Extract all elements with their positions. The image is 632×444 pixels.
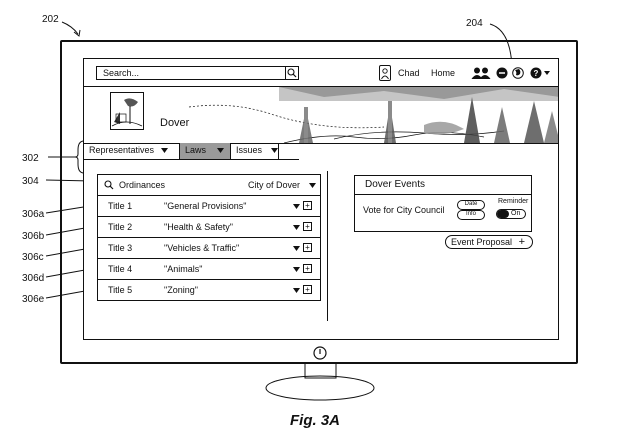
expand-plus-icon[interactable]: +: [303, 243, 312, 252]
svg-text:?: ?: [534, 69, 539, 78]
ordinances-panel: Ordinances City of Dover Title 1 "Genera…: [97, 174, 321, 301]
events-title: Dover Events: [355, 176, 531, 195]
chevron-down-icon: [216, 148, 224, 153]
ref-306b: 306b: [22, 231, 45, 242]
ordinance-title: Title 3: [108, 243, 133, 253]
tab-label: Issues: [236, 145, 263, 155]
ordinances-header[interactable]: Ordinances City of Dover: [98, 175, 320, 196]
reminder-toggle[interactable]: On: [496, 209, 526, 219]
search-input[interactable]: Search...: [96, 66, 286, 80]
user-avatar[interactable]: [379, 65, 391, 81]
home-link[interactable]: Home: [431, 68, 456, 78]
chevron-down-icon[interactable]: [293, 246, 300, 251]
tab-representatives[interactable]: Representatives: [84, 143, 180, 159]
app-screen: Search... Chad Home ?: [83, 58, 559, 340]
ordinance-row[interactable]: Title 4 "Animals" +: [98, 259, 320, 280]
ref-306e: 306e: [22, 294, 45, 305]
tab-label: Laws: [185, 145, 207, 155]
tab-laws[interactable]: Laws: [180, 143, 231, 159]
event-date-label: Date: [464, 201, 478, 207]
ordinance-title: Title 4: [108, 264, 133, 274]
search-icon: [287, 68, 297, 78]
ordinance-title: Title 5: [108, 285, 133, 295]
reminder-label: Reminder: [498, 198, 529, 205]
city-seal-image: [110, 92, 144, 130]
event-info-button[interactable]: Info: [457, 210, 485, 220]
ref-202: 202: [42, 14, 59, 25]
ordinance-row[interactable]: Title 2 "Health & Safety" +: [98, 217, 320, 238]
ordinance-name: "General Provisions": [164, 201, 247, 211]
ordinance-title: Title 2: [108, 222, 133, 232]
search-button[interactable]: [285, 66, 299, 80]
header-divider: [84, 86, 558, 87]
ref-302: 302: [22, 153, 39, 164]
expand-plus-icon[interactable]: +: [303, 201, 312, 210]
panel-divider: [327, 171, 328, 321]
globe-icon[interactable]: [512, 67, 524, 79]
city-name: Dover: [160, 117, 190, 129]
city-banner: [84, 87, 558, 143]
event-name: Vote for City Council: [363, 205, 445, 215]
ordinances-scope-label[interactable]: City of Dover: [248, 180, 301, 190]
ordinances-label: Ordinances: [119, 180, 166, 190]
ref-306c: 306c: [22, 252, 44, 263]
event-info-label: Info: [465, 211, 476, 217]
ordinance-name: "Zoning": [164, 285, 198, 295]
ordinance-name: "Health & Safety": [164, 222, 233, 232]
ref-306d: 306d: [22, 273, 45, 284]
tab-issues[interactable]: Issues: [231, 143, 279, 159]
toggle-knob: [497, 210, 509, 218]
expand-plus-icon[interactable]: +: [303, 285, 312, 294]
chevron-down-icon[interactable]: [293, 267, 300, 272]
ref-204: 204: [466, 18, 483, 29]
ordinance-name: "Animals": [164, 264, 203, 274]
ordinance-title: Title 1: [108, 201, 133, 211]
chevron-down-icon[interactable]: [293, 204, 300, 209]
ref-306a: 306a: [22, 209, 45, 220]
ordinance-row[interactable]: Title 5 "Zoning" +: [98, 280, 320, 301]
friends-icon[interactable]: [471, 67, 491, 79]
reminder-state: On: [511, 210, 521, 217]
chevron-down-icon[interactable]: [293, 225, 300, 230]
chevron-down-icon[interactable]: [293, 288, 300, 293]
chevron-down-icon: [160, 148, 168, 153]
event-date-button[interactable]: Date: [457, 200, 485, 210]
ordinance-row[interactable]: Title 3 "Vehicles & Traffic" +: [98, 238, 320, 259]
ordinance-row[interactable]: Title 1 "General Provisions" +: [98, 196, 320, 217]
chevron-down-icon: [270, 148, 278, 153]
figure-caption: Fig. 3A: [290, 412, 341, 429]
expand-plus-icon[interactable]: +: [303, 264, 312, 273]
add-icon: +: [518, 236, 525, 248]
ordinance-name: "Vehicles & Traffic": [164, 243, 240, 253]
tab-label: Representatives: [89, 145, 155, 155]
help-icon[interactable]: ?: [530, 67, 542, 79]
event-proposal-label: Event Proposal: [451, 237, 513, 247]
help-dropdown-icon[interactable]: [544, 71, 550, 76]
expand-plus-icon[interactable]: +: [303, 222, 312, 231]
search-icon: [104, 180, 114, 190]
chevron-down-icon[interactable]: [309, 183, 316, 188]
tabs-top-divider: [84, 143, 558, 144]
events-panel: Dover Events Vote for City Council Date …: [354, 175, 532, 232]
person-icon: [381, 68, 389, 80]
event-proposal-button[interactable]: Event Proposal +: [445, 235, 533, 249]
landscape-illustration: [188, 87, 558, 143]
tabs-bottom-divider: [84, 159, 299, 160]
user-name[interactable]: Chad: [398, 68, 420, 78]
messages-icon[interactable]: [496, 67, 508, 79]
ref-304: 304: [22, 176, 39, 187]
